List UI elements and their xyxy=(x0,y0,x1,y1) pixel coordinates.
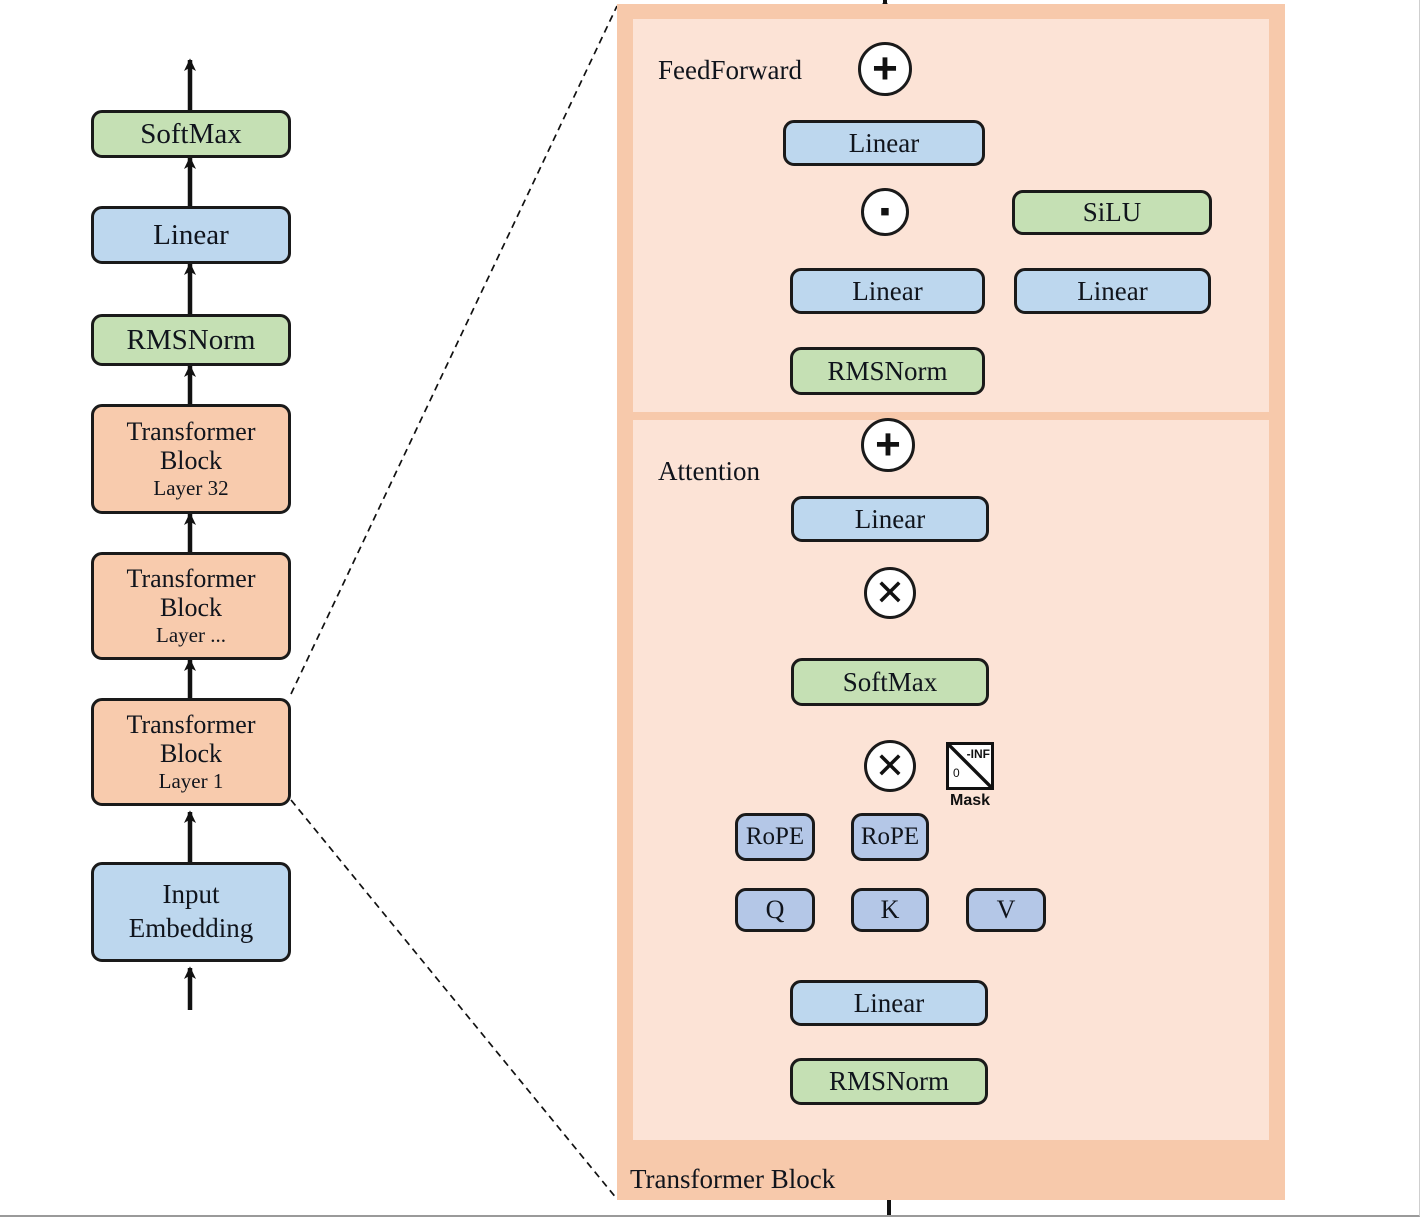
node-label: K xyxy=(880,895,900,925)
node-transformer-block-layer-32[interactable]: Transformer Block Layer 32 xyxy=(91,404,291,514)
node-label: Linear xyxy=(848,127,920,158)
attention-add-operator[interactable]: + xyxy=(861,418,915,472)
node-sublabel: Layer 32 xyxy=(153,476,229,501)
node-transformer-block-layer-1[interactable]: Transformer Block Layer 1 xyxy=(91,698,291,806)
feedforward-linear-out[interactable]: Linear xyxy=(783,120,985,166)
transformer-block-container-label: Transformer Block xyxy=(630,1164,836,1194)
node-label: Linear xyxy=(153,218,229,251)
plus-icon: + xyxy=(872,44,898,93)
node-label: Transformer Block xyxy=(126,417,256,476)
feedforward-linear-up[interactable]: Linear xyxy=(1014,268,1211,314)
attention-mask[interactable]: -INF 0 Mask xyxy=(946,742,998,814)
node-label: RMSNorm xyxy=(126,323,256,356)
attention-linear-qkv[interactable]: Linear xyxy=(790,980,988,1026)
attention-matmul-av-operator[interactable]: ✕ xyxy=(864,567,916,619)
attention-matmul-qk-operator[interactable]: ✕ xyxy=(864,740,916,792)
mask-upper-value: -INF xyxy=(966,747,990,761)
feedforward-silu[interactable]: SiLU xyxy=(1012,190,1212,235)
node-label: RoPE xyxy=(745,823,805,850)
node-label: Linear xyxy=(854,503,926,534)
node-sublabel: Layer 1 xyxy=(158,769,224,794)
node-label: SoftMax xyxy=(140,117,242,150)
node-label: Transformer Block xyxy=(126,564,256,623)
feedforward-title: FeedForward xyxy=(658,55,802,85)
feedforward-linear-gate[interactable]: Linear xyxy=(790,268,985,314)
mask-label: Mask xyxy=(949,792,991,809)
mask-lower-value: 0 xyxy=(953,766,960,780)
node-softmax[interactable]: SoftMax xyxy=(91,110,291,158)
plus-icon: + xyxy=(875,420,901,469)
node-transformer-block-layer-dots[interactable]: Transformer Block Layer ... xyxy=(91,552,291,660)
node-label: Transformer Block xyxy=(126,710,256,769)
attention-rmsnorm[interactable]: RMSNorm xyxy=(790,1058,988,1105)
feedforward-add-operator[interactable]: + xyxy=(858,42,912,96)
attention-title: Attention xyxy=(658,456,760,486)
feedforward-multiply-operator[interactable]: ▪ xyxy=(861,188,909,236)
node-rmsnorm[interactable]: RMSNorm xyxy=(91,314,291,366)
attention-softmax[interactable]: SoftMax xyxy=(791,658,989,706)
attention-rope-k[interactable]: RoPE xyxy=(851,813,929,861)
node-label: RoPE xyxy=(860,823,920,850)
attention-v[interactable]: V xyxy=(966,888,1046,932)
matmul-icon: ✕ xyxy=(874,745,906,786)
node-label: Linear xyxy=(852,275,923,306)
node-label: Linear xyxy=(1077,275,1148,306)
matmul-icon: ✕ xyxy=(874,572,906,613)
node-label: RMSNorm xyxy=(828,1066,950,1097)
node-label: Q xyxy=(765,895,785,925)
attention-rope-q[interactable]: RoPE xyxy=(735,813,815,861)
feedforward-rmsnorm[interactable]: RMSNorm xyxy=(790,347,985,395)
attention-k[interactable]: K xyxy=(851,888,929,932)
node-label: Linear xyxy=(853,987,925,1018)
node-linear[interactable]: Linear xyxy=(91,206,291,264)
node-label: RMSNorm xyxy=(827,355,948,386)
attention-q[interactable]: Q xyxy=(735,888,815,932)
mask-icon: -INF 0 xyxy=(946,742,994,790)
node-label: Input Embedding xyxy=(128,879,254,943)
node-sublabel: Layer ... xyxy=(156,623,226,648)
node-input-embedding[interactable]: Input Embedding xyxy=(91,862,291,962)
node-label: V xyxy=(996,895,1016,925)
dot-product-icon: ▪ xyxy=(879,195,891,228)
attention-linear-out[interactable]: Linear xyxy=(791,496,989,542)
node-label: SiLU xyxy=(1082,197,1142,228)
node-label: SoftMax xyxy=(842,666,938,697)
